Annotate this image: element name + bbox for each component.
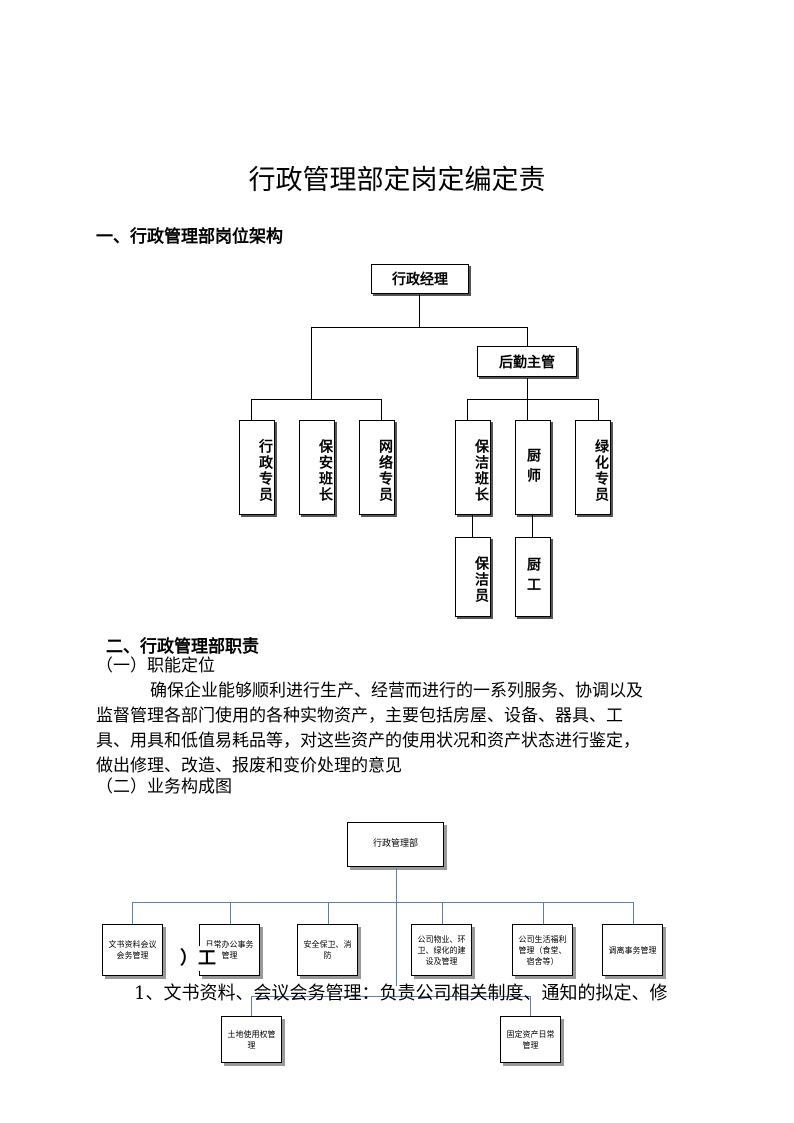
biz-node-security-fire: 安全保卫、消防	[297, 924, 358, 976]
biz-node-property: 公司物业、环卫、绿化的建设及管理	[411, 924, 472, 976]
connector	[472, 515, 473, 537]
overlap-fragment: ）工	[180, 946, 216, 971]
paragraph-line: 监督管理各部门使用的各种实物资产，主要包括房屋、设备、器具、工	[96, 706, 623, 726]
connector	[527, 378, 528, 399]
connector	[396, 868, 397, 986]
subheading-function: （一）职能定位	[96, 656, 215, 676]
biz-node-land-rights: 土地使用权管理	[221, 1016, 282, 1063]
org-node-greening-specialist: 绿化专员	[575, 420, 611, 515]
connector	[251, 399, 382, 400]
connector	[251, 996, 252, 1016]
connector	[527, 399, 528, 420]
connector	[251, 399, 252, 420]
connector	[543, 902, 544, 924]
org-node-cleaner: 保洁员	[455, 537, 491, 617]
connector	[311, 327, 528, 328]
org-node-cleaning-leader: 保洁班长	[455, 420, 491, 515]
connector	[467, 399, 599, 400]
org-node-admin-manager: 行政经理	[371, 264, 469, 294]
connector	[530, 996, 531, 1016]
section-heading-duties: 二、行政管理部职责	[106, 637, 259, 657]
org-node-label: 后勤主管	[499, 354, 555, 371]
connector	[328, 902, 329, 924]
org-node-label: 行政经理	[392, 272, 448, 288]
org-node-kitchen-worker: 厨工	[515, 537, 551, 617]
connector	[419, 295, 420, 327]
biz-node-docs-meetings: 文书资料会议会务管理	[102, 924, 163, 976]
overlap-text-line: 1、文书资料、会议会务管理：负责公司相关制度、通知的拟定、修	[134, 983, 668, 1004]
section-heading-structure: 一、行政管理部岗位架构	[96, 227, 283, 247]
paragraph-line: 做出修理、改造、报废和变价处理的意见	[96, 756, 402, 776]
connector	[251, 996, 531, 997]
org-node-chef: 厨师	[515, 420, 551, 515]
org-node-logistics-supervisor: 后勤主管	[477, 346, 577, 377]
connector	[527, 327, 528, 346]
connector	[633, 902, 634, 924]
connector	[467, 399, 468, 420]
connector	[381, 399, 382, 420]
connector	[132, 902, 133, 924]
page-title: 行政管理部定岗定编定责	[248, 165, 546, 196]
biz-node-admin-dept: 行政管理部	[347, 822, 444, 867]
connector	[598, 399, 599, 420]
paragraph-line: 具、用具和低值易耗品等，对这些资产的使用状况和资产状态进行鉴定，	[96, 731, 640, 751]
subheading-business: （二）业务构成图	[96, 777, 232, 797]
connector	[442, 902, 443, 924]
biz-node-transfer: 调离事务管理	[602, 924, 663, 976]
org-node-security-leader: 保安班长	[299, 420, 335, 515]
paragraph-line: 确保企业能够顺利进行生产、经营而进行的一系列服务、协调以及	[150, 681, 643, 701]
connector	[311, 327, 312, 400]
org-node-admin-specialist: 行政专员	[239, 420, 275, 515]
org-node-network-specialist: 网络专员	[359, 420, 395, 515]
biz-node-welfare: 公司生活福利管理（食堂、宿舍等）	[512, 924, 573, 976]
connector	[532, 515, 533, 537]
biz-node-fixed-assets: 固定资产日常管理	[500, 1016, 561, 1063]
connector	[230, 902, 231, 924]
connector	[132, 902, 634, 903]
